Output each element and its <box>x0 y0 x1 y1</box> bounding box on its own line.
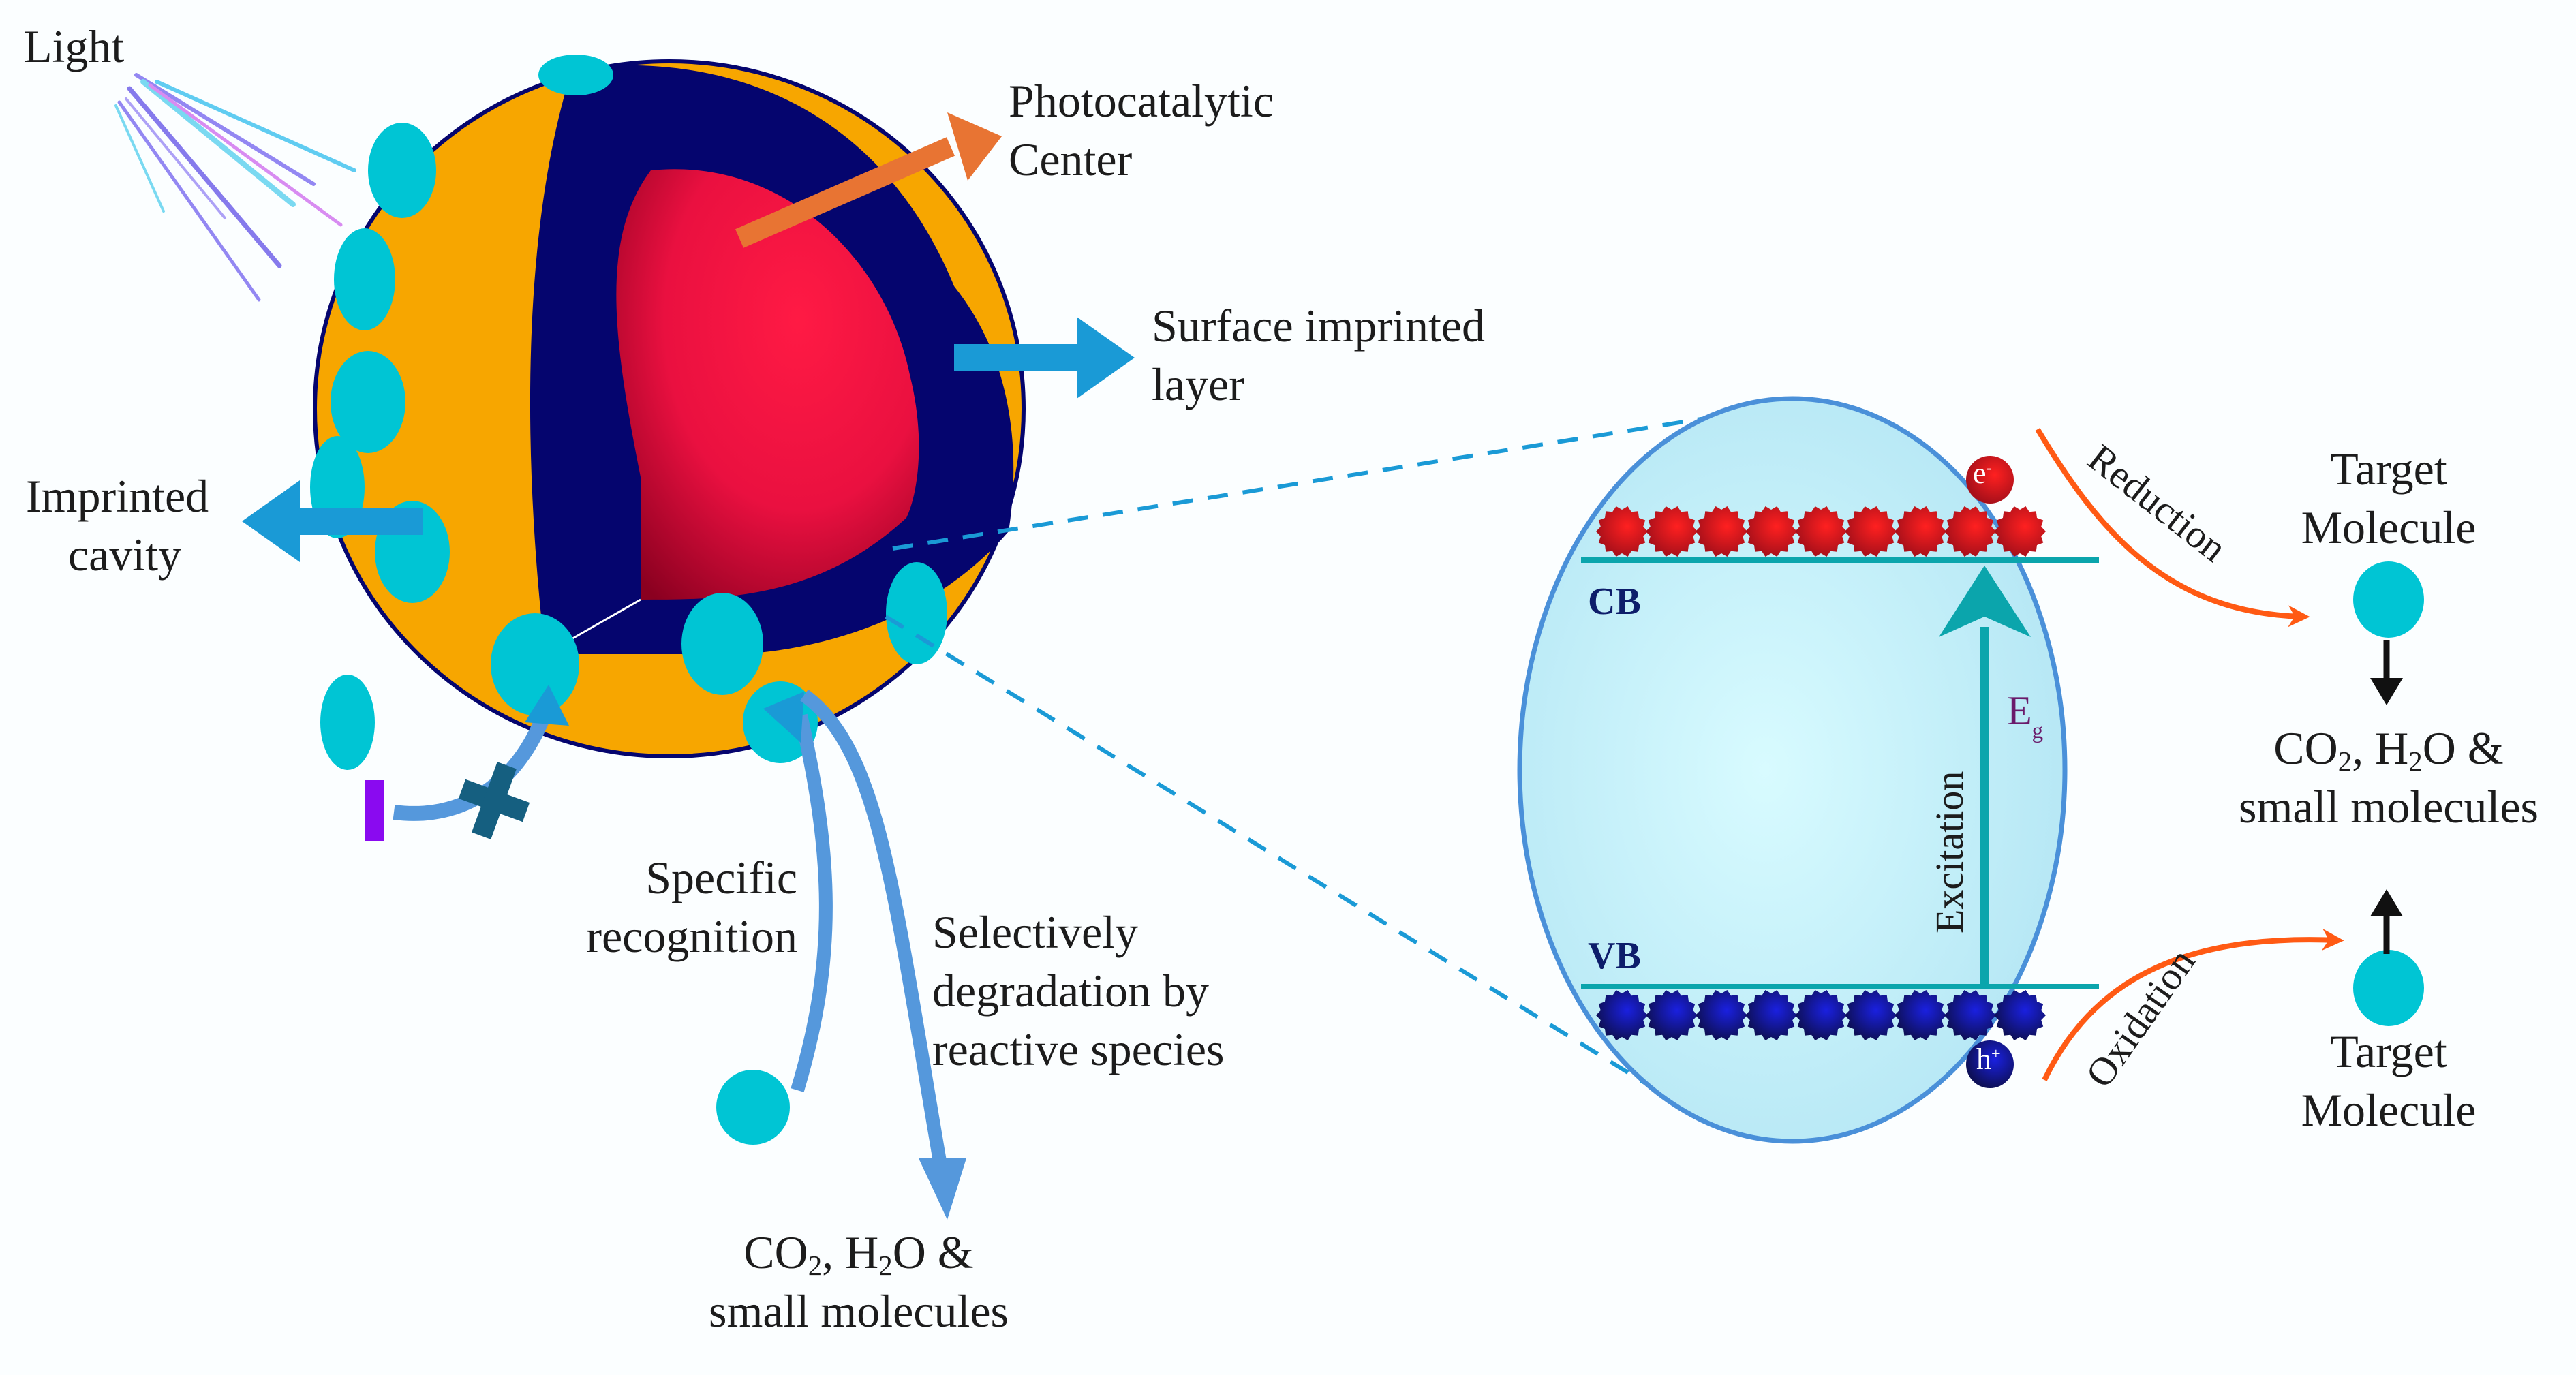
target-bottom-label: Target Molecule <box>2249 1022 2528 1139</box>
products-left-line2: small molecules <box>708 1285 1009 1337</box>
band-diagram-particle <box>1517 396 2068 1144</box>
products-left-label: CO2, H2O & small molecules <box>681 1223 1036 1340</box>
hole-particle <box>1845 990 1897 1040</box>
electron-particle <box>1845 506 1897 557</box>
photocatalytic-center-arrowhead <box>947 112 1002 181</box>
target-top-line2: Molecule <box>2301 501 2477 553</box>
vb-holes <box>1596 990 2046 1040</box>
photocatalytic-center-arrow <box>735 137 955 248</box>
selective-line3: reactive species <box>932 1023 1225 1075</box>
electron-particle <box>1646 506 1698 557</box>
target-top-line1: Target <box>2330 443 2447 495</box>
interferent-molecule <box>365 780 384 841</box>
surface-layer-label: Surface imprinted layer <box>1152 296 1485 414</box>
specific-recognition-line2: recognition <box>586 910 797 962</box>
reduction-label: Reduction <box>2080 435 2235 570</box>
target-molecule-bottom <box>2353 950 2424 1026</box>
photocatalytic-center-label: Photocatalytic Center <box>1009 72 1274 189</box>
products-right-line2: small molecules <box>2238 781 2539 833</box>
hole-particle <box>1745 990 1797 1040</box>
electron-particle <box>1795 506 1847 557</box>
hole-particle <box>1944 990 1996 1040</box>
target-bottom-line1: Target <box>2330 1025 2447 1077</box>
products-right-line1: CO2, H2O & <box>2273 722 2504 777</box>
selective-line1: Selectively <box>932 906 1139 958</box>
selective-line2: degradation by <box>932 965 1209 1017</box>
electron-particle <box>1994 506 2046 557</box>
light-rays <box>114 73 356 302</box>
products-left-line1: CO2, H2O & <box>743 1226 974 1282</box>
electron-label: e- <box>1973 457 1992 490</box>
target-bottom-line2: Molecule <box>2301 1084 2477 1136</box>
blocked-cross-icon <box>458 762 530 839</box>
excitation-arrowhead <box>1939 566 2031 637</box>
free-hole <box>1966 1040 2014 1088</box>
target-top-label: Target Molecule <box>2249 439 2528 557</box>
cb-electrons <box>1596 506 2046 557</box>
specific-recognition-line1: Specific <box>645 852 797 903</box>
imprinted-cavity-arrow <box>286 508 423 535</box>
photocatalytic-core <box>616 169 919 600</box>
reduction-arrow <box>2035 427 2310 628</box>
mip-particle <box>310 55 1026 770</box>
products-right-label: CO2, H2O & small molecules <box>2208 719 2569 836</box>
imprinted-cavity-line1: Imprinted <box>26 470 209 522</box>
vb-label: VB <box>1588 935 1641 977</box>
imprinted-cavities <box>310 55 947 770</box>
hole-particle <box>1646 990 1698 1040</box>
specific-recognition-path <box>791 713 833 1092</box>
electron-particle <box>1745 506 1797 557</box>
hole-label: h+ <box>1976 1042 2001 1076</box>
oxidation-arrow <box>2042 929 2344 1081</box>
selective-degradation-path <box>800 689 947 1167</box>
zoom-line-bottom <box>885 615 1691 1113</box>
oxidation-label: Oxidation <box>2076 940 2203 1095</box>
hole-particle <box>1795 990 1847 1040</box>
hole-particle <box>1895 990 1946 1040</box>
specific-recognition-label: Specific recognition <box>566 848 797 965</box>
electron-particle <box>1895 506 1946 557</box>
imprinted-cavity-line2: cavity <box>67 529 182 581</box>
electron-particle <box>1596 506 1648 557</box>
hole-particle <box>1596 990 1648 1040</box>
light-label: Light <box>24 20 125 72</box>
excitation-label: Excitation <box>1927 771 1972 933</box>
surface-layer-arrowhead <box>1077 317 1135 399</box>
surface-layer-line2: layer <box>1152 358 1244 410</box>
photocatalytic-center-line1: Photocatalytic <box>1009 75 1274 127</box>
cb-label: CB <box>1588 581 1641 623</box>
imprinted-cavity-arrowhead <box>242 480 300 562</box>
zoom-line-top <box>892 407 1766 551</box>
surface-layer-line1: Surface imprinted <box>1152 300 1486 352</box>
imprinted-cavity-label: Imprinted cavity <box>26 467 224 584</box>
surface-layer-arrow <box>954 344 1090 371</box>
free-electron <box>1966 456 2014 504</box>
hole-particle <box>1994 990 2046 1040</box>
electron-particle <box>1944 506 1996 557</box>
target-molecule-top <box>2353 561 2424 638</box>
electron-particle <box>1696 506 1747 557</box>
hole-particle <box>1696 990 1747 1040</box>
band-gap-label: Eg <box>2007 688 2044 743</box>
photocatalytic-center-line2: Center <box>1009 134 1133 185</box>
target-molecule-free <box>716 1070 790 1145</box>
selective-degradation-label: Selectively degradation by reactive spec… <box>932 903 1225 1079</box>
